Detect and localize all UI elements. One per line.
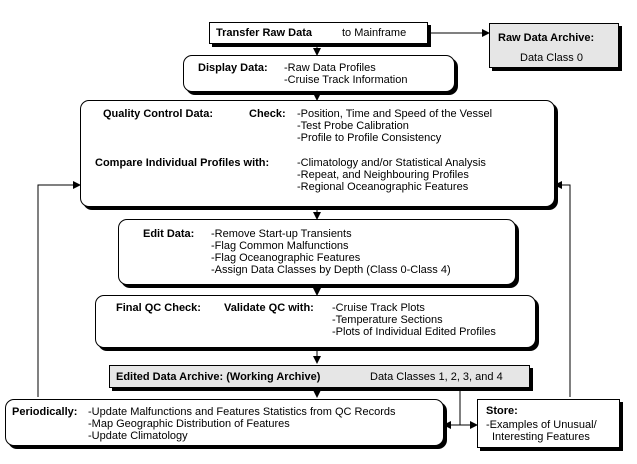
final-qc-validate-label: Validate QC with: xyxy=(224,302,314,314)
edit-data-label: Edit Data: xyxy=(143,228,195,240)
edit-data-list: -Remove Start-up Transients -Flag Common… xyxy=(211,228,451,276)
quality-control-box: Quality Control Data: Check: -Position, … xyxy=(80,100,555,207)
display-data-label: Display Data: xyxy=(198,62,268,74)
edit-data-item: -Assign Data Classes by Depth (Class 0-C… xyxy=(211,264,451,276)
transfer-raw-data-sub: to Mainframe xyxy=(342,27,407,39)
transfer-raw-data-label: Transfer Raw Data xyxy=(216,27,312,39)
final-qc-box: Final QC Check: Validate QC with: -Cruis… xyxy=(95,295,536,348)
raw-data-archive-box: Raw Data Archive: Data Class 0 xyxy=(489,23,619,68)
periodically-item: -Update Climatology xyxy=(88,430,188,442)
edited-archive-sub: Data Classes 1, 2, 3, and 4 xyxy=(370,371,503,383)
store-label: Store: xyxy=(486,405,518,417)
qc-compare-list: -Climatology and/or Statistical Analysis… xyxy=(297,157,486,193)
feedback-arrow-right xyxy=(554,181,571,397)
display-data-list: -Raw Data Profiles -Cruise Track Informa… xyxy=(284,62,407,86)
edited-archive-label: Edited Data Archive: (Working Archive) xyxy=(116,371,321,383)
display-data-item: -Raw Data Profiles xyxy=(284,62,376,74)
edit-data-box: Edit Data: -Remove Start-up Transients -… xyxy=(118,219,516,285)
periodically-box: Periodically: -Update Malfunctions and F… xyxy=(5,399,444,446)
qc-compare-item: -Repeat, and Neighbouring Profiles xyxy=(297,169,469,181)
qc-check-list: -Position, Time and Speed of the Vessel … xyxy=(297,108,492,144)
raw-data-archive-sub: Data Class 0 xyxy=(520,52,583,64)
final-qc-item: -Plots of Individual Edited Profiles xyxy=(332,326,496,338)
transfer-raw-data-box: Transfer Raw Data to Mainframe xyxy=(209,22,428,44)
qc-compare-item: -Climatology and/or Statistical Analysis xyxy=(297,157,486,169)
qc-compare-label: Compare Individual Profiles with: xyxy=(95,157,270,169)
periodically-label: Periodically: xyxy=(12,406,78,418)
store-box: Store: -Examples of Unusual/ Interesting… xyxy=(477,399,620,448)
periodically-item: -Map Geographic Distribution of Features xyxy=(88,418,290,430)
qc-label: Quality Control Data: xyxy=(103,108,214,120)
store-item: -Examples of Unusual/ xyxy=(486,419,597,431)
final-qc-label: Final QC Check: xyxy=(116,302,201,314)
qc-check-item: -Test Probe Calibration xyxy=(297,120,409,132)
display-data-item: -Cruise Track Information xyxy=(284,74,408,86)
periodically-item: -Update Malfunctions and Features Statis… xyxy=(88,406,396,418)
edit-data-item: -Flag Common Malfunctions xyxy=(211,240,349,252)
qc-check-item: -Profile to Profile Consistency xyxy=(297,132,442,144)
final-qc-item: -Temperature Sections xyxy=(332,314,443,326)
periodically-list: -Update Malfunctions and Features Statis… xyxy=(88,406,396,442)
final-qc-list: -Cruise Track Plots -Temperature Section… xyxy=(332,302,496,338)
store-item: Interesting Features xyxy=(492,431,590,443)
qc-check-label: Check: xyxy=(249,108,286,120)
display-data-box: Display Data: -Raw Data Profiles -Cruise… xyxy=(183,55,455,92)
final-qc-item: -Cruise Track Plots xyxy=(332,302,425,314)
feedback-arrow-left xyxy=(37,181,81,397)
edit-data-item: -Flag Oceanographic Features xyxy=(211,252,361,264)
qc-compare-item: -Regional Oceanographic Features xyxy=(297,181,469,193)
raw-data-archive-title: Raw Data Archive: xyxy=(498,32,595,44)
edited-archive-box: Edited Data Archive: (Working Archive) D… xyxy=(109,365,530,388)
store-list: -Examples of Unusual/ Interesting Featur… xyxy=(486,419,597,443)
edit-data-item: -Remove Start-up Transients xyxy=(211,228,352,240)
qc-check-item: -Position, Time and Speed of the Vessel xyxy=(297,108,493,120)
